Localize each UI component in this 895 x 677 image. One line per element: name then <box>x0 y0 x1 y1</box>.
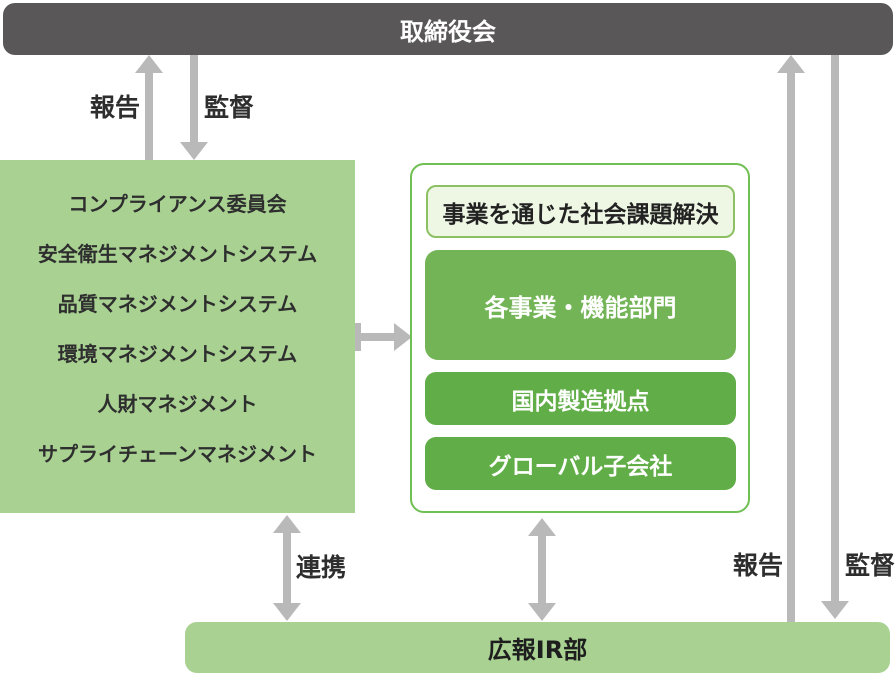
management-system-item: 人財マネジメント <box>97 391 258 416</box>
business-unit-global-subsidiaries: グローバル子会社 <box>425 437 736 490</box>
supervise-right-arrow-shaft <box>831 55 839 602</box>
center-arrow-top-head <box>528 518 556 536</box>
supervise-right-arrow-head <box>821 601 849 619</box>
management-system-item: 環境マネジメントシステム <box>57 341 298 366</box>
management-systems-box: コンプライアンス委員会 安全衛生マネジメントシステム 品質マネジメントシステム … <box>0 160 355 513</box>
business-container: 事業を通じた社会課題解決 各事業・機能部門 国内製造拠点 グローバル子会社 <box>410 163 750 513</box>
business-unit-departments: 各事業・機能部門 <box>425 250 736 360</box>
board-of-directors-bar: 取締役会 <box>3 3 893 55</box>
supervise-right-label: 監督 <box>845 551 895 580</box>
management-system-item: 安全衛生マネジメントシステム <box>37 241 318 266</box>
management-system-item: 品質マネジメントシステム <box>57 291 298 316</box>
horizontal-connector-head <box>394 323 412 351</box>
supervise-down-arrow-head <box>180 142 208 160</box>
collaborate-arrow-top-head <box>273 515 301 533</box>
business-unit-domestic-plants: 国内製造拠点 <box>425 372 736 425</box>
board-of-directors-label: 取締役会 <box>400 17 496 46</box>
collaborate-arrow-shaft <box>283 532 291 604</box>
supervise-down-arrow-shaft <box>190 55 198 143</box>
management-system-item: コンプライアンス委員会 <box>68 191 287 216</box>
report-up-arrow-head <box>135 55 163 73</box>
center-arrow-bottom-head <box>528 603 556 621</box>
business-header-label: 事業を通じた社会課題解決 <box>442 201 719 228</box>
pr-ir-department-label: 広報IR部 <box>487 636 588 664</box>
collaborate-label: 連携 <box>296 553 347 582</box>
business-header-box: 事業を通じた社会課題解決 <box>426 185 735 238</box>
collaborate-arrow-bottom-head <box>273 603 301 621</box>
report-right-arrow-shaft <box>787 72 795 622</box>
supervise-top-label: 監督 <box>204 93 255 122</box>
center-arrow-shaft <box>538 535 546 604</box>
report-up-arrow-shaft <box>145 72 153 160</box>
report-right-label: 報告 <box>733 551 784 580</box>
report-top-label: 報告 <box>90 93 141 122</box>
pr-ir-department-bar: 広報IR部 <box>185 622 890 673</box>
horizontal-connector-shaft <box>355 333 397 341</box>
management-system-item: サプライチェーンマネジメント <box>38 441 317 466</box>
report-right-arrow-head <box>777 55 805 73</box>
